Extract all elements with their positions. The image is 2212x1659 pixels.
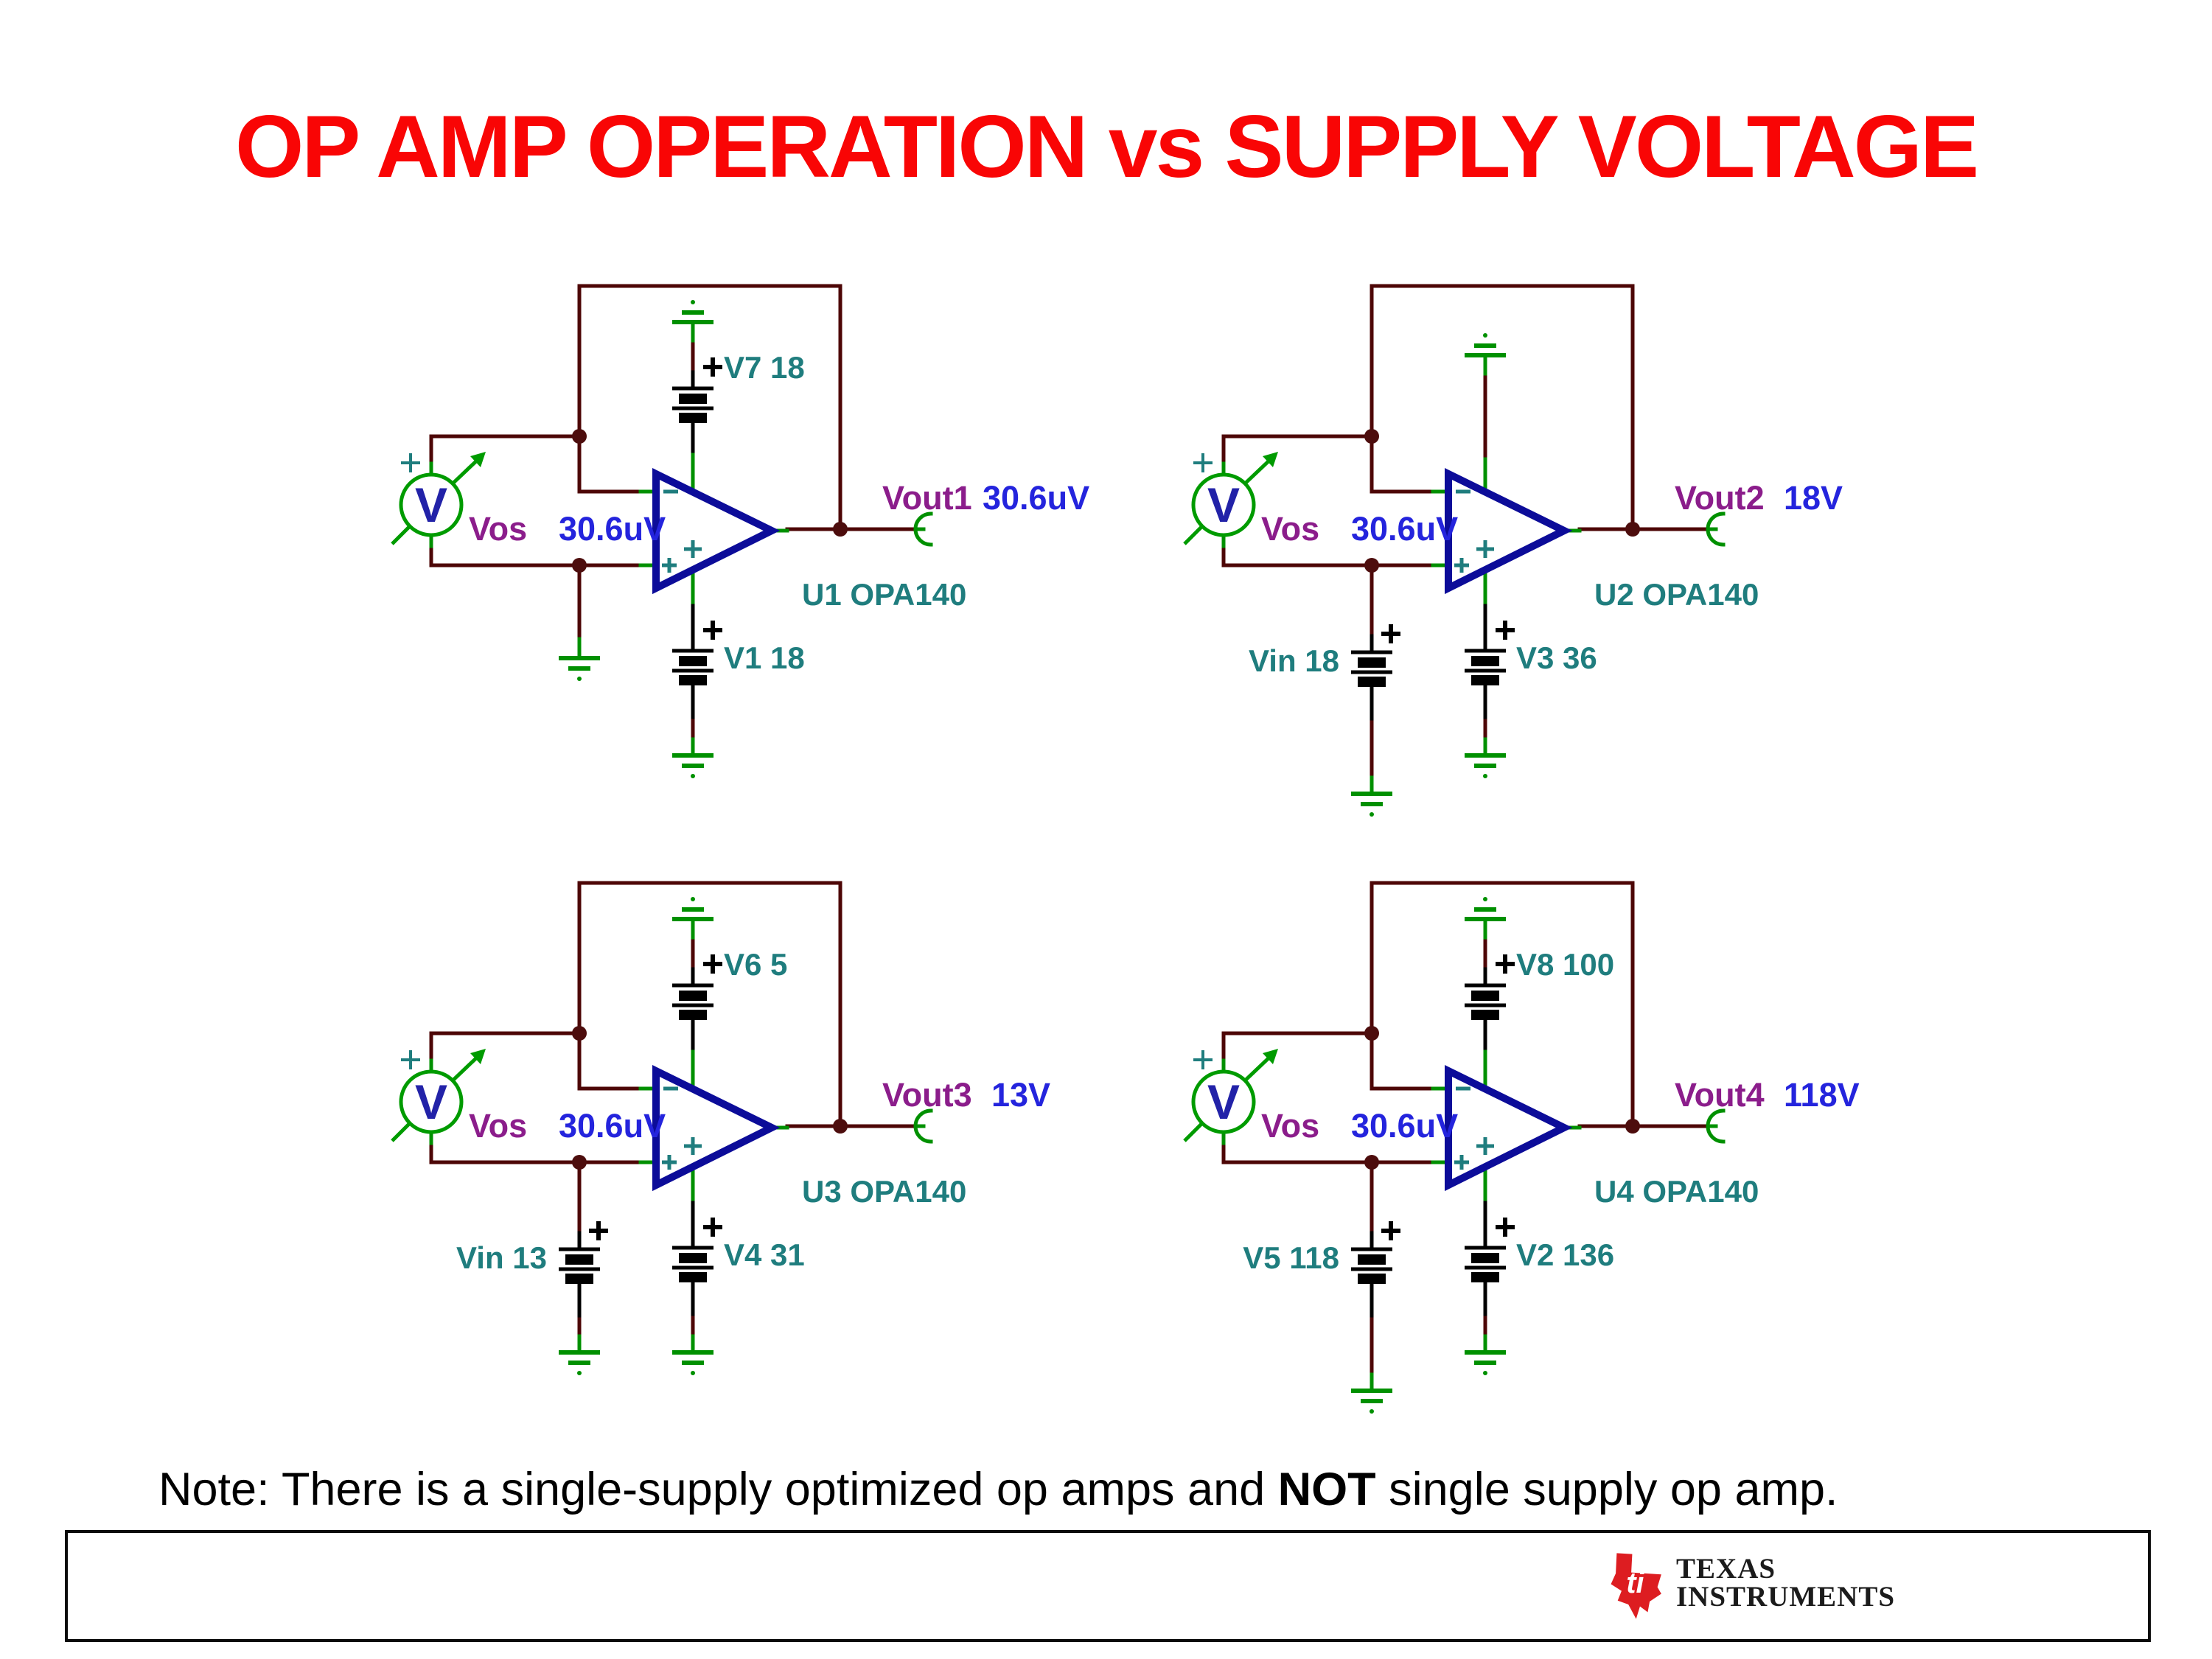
output-terminal-icon [1706,511,1726,547]
junction-dot [1364,1155,1379,1170]
ti-logo: ti TEXAS INSTRUMENTS [1605,1551,2018,1624]
output-label: Vout1 [882,479,972,517]
note-prefix: Note: There is a single-supply optimized… [158,1464,1278,1515]
opamp-icon [656,474,772,588]
junction-dot [572,1026,587,1041]
output-value: 18V [1784,479,1843,517]
plus-sign-icon [703,621,722,640]
output-value: 30.6uV [983,479,1089,517]
neg-supply-label: V1 18 [724,640,805,675]
brand-line-1: TEXAS [1676,1553,1776,1585]
input-source-label: V5 118 [1243,1240,1339,1275]
neg-supply-label: V2 136 [1516,1237,1614,1272]
output-terminal-icon [913,511,933,547]
output-terminal-icon [913,1108,933,1144]
power-flag-icon [1465,333,1506,355]
junction-dot [1364,429,1379,444]
plus-sign-icon [1496,621,1515,640]
plus-sign-icon [703,357,722,377]
output-terminal-icon [1706,1108,1726,1144]
power-flag-icon [672,300,714,322]
input-source-label: Vin 13 [456,1240,547,1275]
slide-title: OP AMP OPERATION vs SUPPLY VOLTAGE [234,97,1979,196]
ground-icon [672,755,714,778]
input-source-label: Vin 18 [1249,643,1339,678]
note-suffix: single supply op amp. [1375,1464,1838,1515]
circuit-3: Vos 30.6uV V6 5 Vin 13 V4 31 Vout3 13V U… [392,881,1050,1375]
opamp-label: U4 OPA140 [1594,1174,1759,1209]
neg-supply-label: V4 31 [724,1237,805,1272]
plus-sign-icon [1381,1221,1400,1240]
ground-icon [1465,1352,1506,1375]
plus-sign-icon [1496,1218,1515,1237]
neg-supply-label: V3 36 [1516,640,1597,675]
plus-sign-icon [589,1221,608,1240]
battery-icon [672,1248,714,1282]
opamp-label: U1 OPA140 [802,577,966,612]
texas-icon: ti [1611,1553,1661,1619]
power-flag-icon [672,897,714,919]
battery-icon [559,1249,600,1284]
power-flag-icon [1465,897,1506,919]
opamp-icon [1448,1071,1564,1185]
vos-label: Vos [469,510,527,548]
battery-icon [672,388,714,423]
brand-text: TEXAS INSTRUMENTS [1676,1553,1896,1613]
pos-supply-label: V7 18 [724,350,805,385]
note-text: Note: There is a single-supply optimized… [158,1463,1838,1516]
junction-dot [1364,1026,1379,1041]
battery-icon [1351,1249,1392,1284]
note-bold: NOT [1277,1464,1376,1515]
junction-dot [572,429,587,444]
output-label: Vout3 [882,1076,972,1114]
output-value: 13V [991,1076,1050,1114]
footer-bar: ti TEXAS INSTRUMENTS [65,1530,2151,1642]
plus-sign-icon [703,954,722,974]
battery-icon [1351,652,1392,687]
pos-supply-label: V6 5 [724,947,787,982]
junction-dot [833,1119,848,1134]
vos-label: Vos [1261,1107,1319,1145]
output-label: Vout4 [1675,1076,1765,1114]
brand-line-2: INSTRUMENTS [1676,1581,1896,1613]
ground-icon [559,658,600,681]
output-label: Vout2 [1675,479,1765,517]
battery-icon [1465,1248,1506,1282]
battery-icon [1465,651,1506,685]
battery-icon [672,985,714,1020]
junction-dot [1625,522,1640,537]
plus-sign-icon [1381,624,1400,643]
ground-icon [559,1352,600,1375]
ground-icon [672,1352,714,1375]
vos-value: 30.6uV [559,510,666,548]
vos-value: 30.6uV [1351,1107,1458,1145]
vos-value: 30.6uV [559,1107,666,1145]
junction-dot [572,1155,587,1170]
battery-icon [672,651,714,685]
junction-dot [1625,1119,1640,1134]
opamp-icon [656,1071,772,1185]
opamp-label: U3 OPA140 [802,1174,966,1209]
plus-sign-icon [1496,954,1515,974]
ground-icon [1351,794,1392,817]
junction-dot [833,522,848,537]
ti-monogram: ti [1626,1567,1644,1599]
battery-icon [1465,985,1506,1020]
junction-dot [1364,558,1379,573]
vos-label: Vos [1261,510,1319,548]
pos-supply-label: V8 100 [1516,947,1614,982]
circuit-2: Vos 30.6uV Vin 18 V3 36 Vout2 18V U2 OPA… [1184,284,1843,817]
vos-value: 30.6uV [1351,510,1458,548]
output-value: 118V [1784,1076,1860,1114]
junction-dot [572,558,587,573]
ground-icon [1465,755,1506,778]
plus-sign-icon [703,1218,722,1237]
opamp-label: U2 OPA140 [1594,577,1759,612]
vos-label: Vos [469,1107,527,1145]
circuit-4: Vos 30.6uV V8 100 V5 118 V2 136 Vout4 11… [1184,881,1860,1414]
opamp-icon [1448,474,1564,588]
ground-icon [1351,1391,1392,1414]
circuit-1: Vos 30.6uV V7 18 V1 18 Vout1 30.6uV U1 O… [392,284,1089,778]
